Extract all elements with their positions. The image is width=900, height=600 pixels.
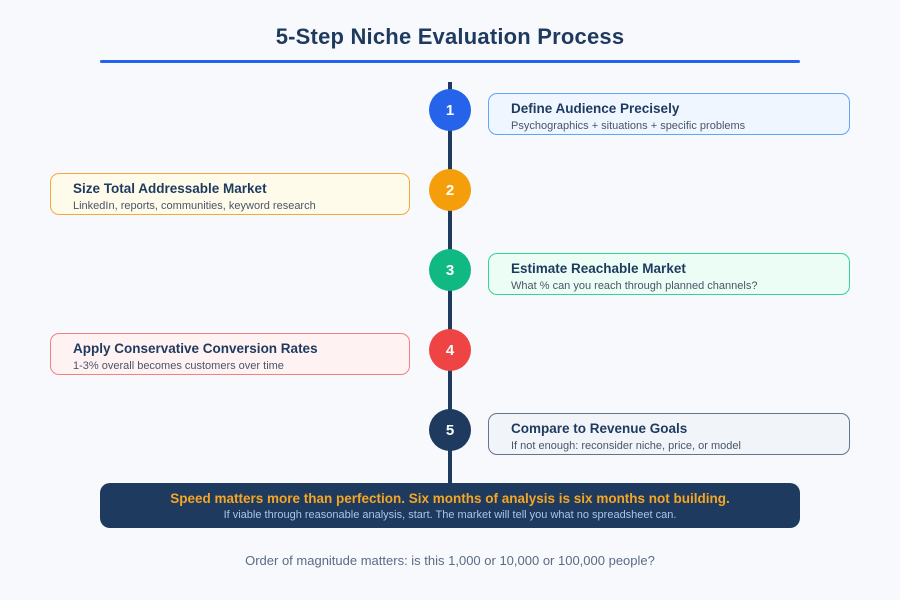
step-3-subtitle: What % can you reach through planned cha… — [511, 280, 758, 292]
step-1-number: 1 — [445, 101, 455, 119]
step-3-number: 3 — [445, 261, 455, 279]
step-4-box: Apply Conservative Conversion Rates 1-3%… — [50, 333, 410, 375]
step-2-number: 2 — [445, 181, 455, 199]
step-5-circle: 5 — [429, 409, 471, 451]
banner-headline: Speed matters more than perfection. Six … — [170, 490, 730, 506]
page-title: 5-Step Niche Evaluation Process — [275, 24, 625, 49]
step-1-circle: 1 — [429, 89, 471, 131]
step-4-subtitle: 1-3% overall becomes customers over time — [73, 360, 284, 372]
step-5-subtitle: If not enough: reconsider niche, price, … — [511, 440, 741, 452]
step-2-subtitle: LinkedIn, reports, communities, keyword … — [73, 200, 316, 212]
summary-banner: Speed matters more than perfection. Six … — [100, 483, 800, 528]
step-5-box: Compare to Revenue Goals If not enough: … — [488, 413, 850, 455]
step-2-box: Size Total Addressable Market LinkedIn, … — [50, 173, 410, 215]
step-3-title: Estimate Reachable Market — [511, 261, 686, 276]
step-3-box: Estimate Reachable Market What % can you… — [488, 253, 850, 295]
step-5-number: 5 — [445, 421, 455, 439]
step-1-box: Define Audience Precisely Psychographics… — [488, 93, 850, 135]
step-5-title: Compare to Revenue Goals — [511, 421, 688, 436]
title-underline — [100, 60, 800, 63]
step-1-subtitle: Psychographics + situations + specific p… — [511, 120, 746, 132]
banner-subline: If viable through reasonable analysis, s… — [223, 508, 677, 521]
step-2-title: Size Total Addressable Market — [73, 181, 267, 196]
step-3-circle: 3 — [429, 249, 471, 291]
step-4-number: 4 — [445, 341, 455, 359]
step-2-circle: 2 — [429, 169, 471, 211]
step-1-title: Define Audience Precisely — [511, 101, 680, 116]
step-4-title: Apply Conservative Conversion Rates — [73, 341, 318, 356]
step-4-circle: 4 — [429, 329, 471, 371]
footer-note: Order of magnitude matters: is this 1,00… — [245, 553, 655, 568]
